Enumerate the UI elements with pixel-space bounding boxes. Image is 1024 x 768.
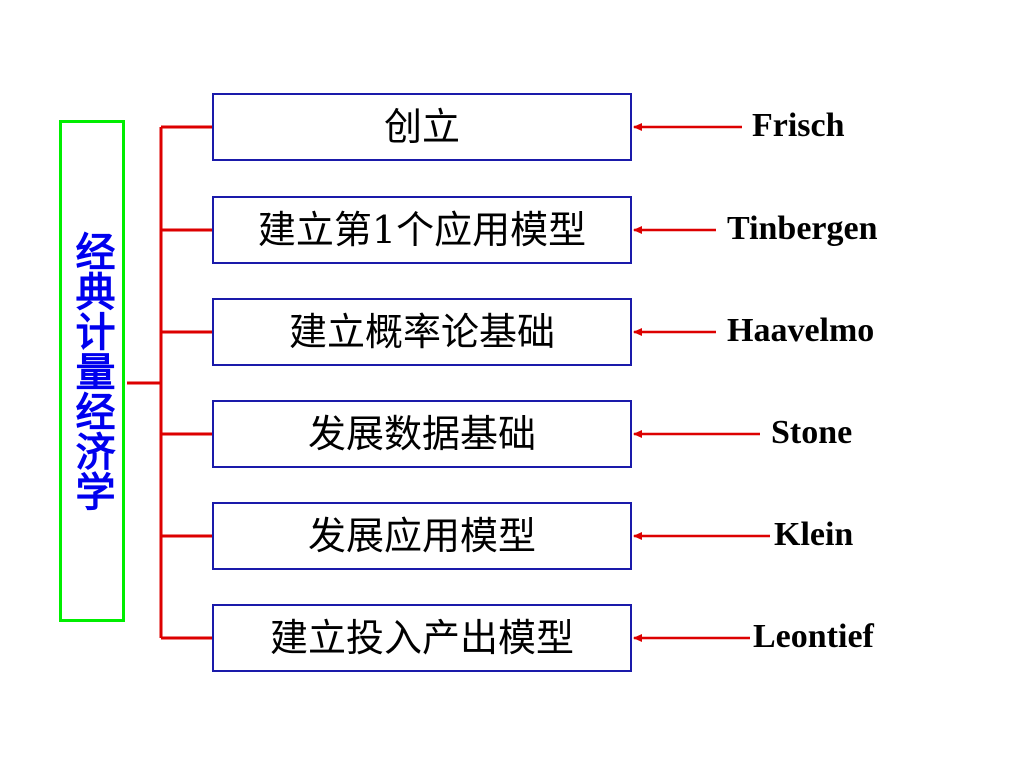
root-label: 经典计量经济学 (68, 231, 116, 511)
person-stone: Stone (771, 414, 853, 451)
stage-box-input-output: 建立投入产出模型 (212, 604, 632, 672)
stage-box-data-foundation: 发展数据基础 (212, 400, 632, 468)
stage-box-probability: 建立概率论基础 (212, 298, 632, 366)
stage-label: 创立 (383, 105, 460, 149)
person-leontief: Leontief (753, 618, 874, 655)
stage-label: 建立投入产出模型 (269, 616, 574, 660)
stage-label: 建立概率论基础 (288, 310, 555, 354)
person-tinbergen: Tinbergen (727, 210, 878, 247)
stage-label: 建立第1个应用模型 (257, 208, 587, 252)
stage-box-founding: 创立 (212, 93, 632, 161)
stage-label: 发展数据基础 (307, 412, 536, 456)
person-haavelmo: Haavelmo (727, 312, 875, 349)
stage-label: 发展应用模型 (307, 514, 536, 558)
person-klein: Klein (774, 516, 854, 553)
stage-box-first-model: 建立第1个应用模型 (212, 196, 632, 264)
root-box: 经典计量经济学 (59, 120, 125, 622)
stage-box-applied-model: 发展应用模型 (212, 502, 632, 570)
person-frisch: Frisch (752, 107, 845, 144)
